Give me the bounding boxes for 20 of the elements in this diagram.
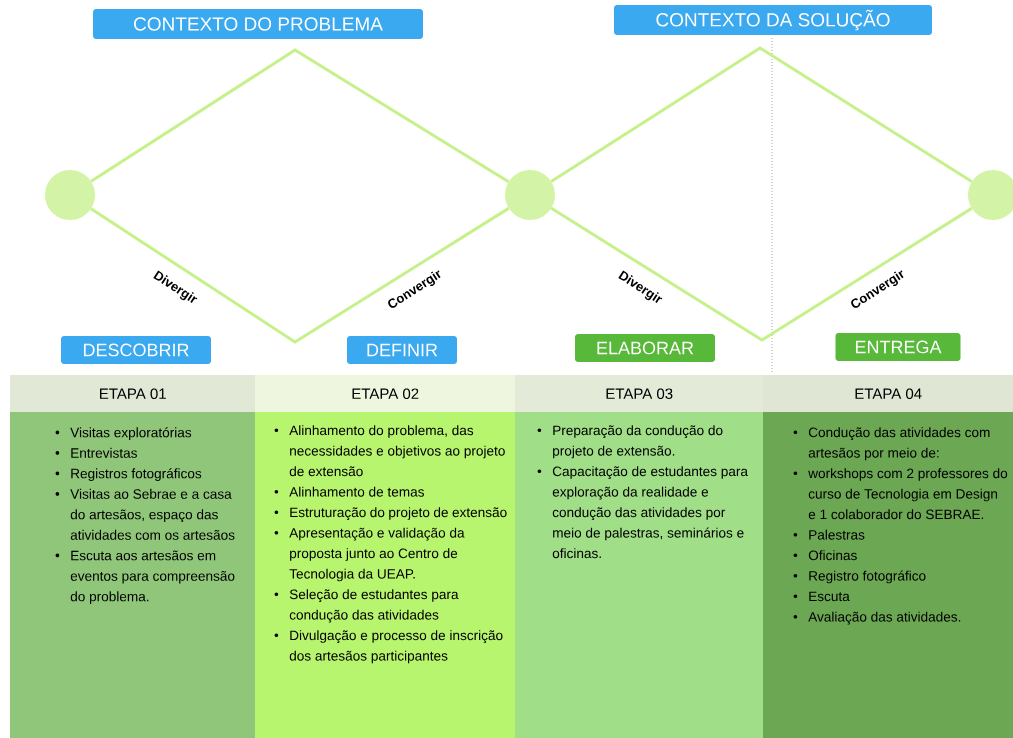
node-label: ETAPA 01 <box>100 388 166 399</box>
phase-label: ENTREGA <box>835 333 961 361</box>
node-circle <box>505 170 555 220</box>
node-label: ETAPA 03 <box>606 388 673 399</box>
node-label: ETAPA 04 <box>855 388 922 399</box>
diamond-line <box>550 46 973 183</box>
stage-column: ETAPA 02 Alinhamento do problema, das necessidades e objetivos ao projeto de extensão Alinhamento de temas Estruturação do projeto de extensão Apresentação e validação da proposta junto ao Centro de Tecnologia da UEAP. Seleção de estudantes para condução das atividades Divulgação e processo de inscrição dos artesãos participantes <box>255 375 515 738</box>
stage-column: ETAPA 03 Preparação da condução do projeto de extensão. Capacitação de estudantes para exploração da realidade e condução das atividades por meio de palestras, seminários e oficinas. <box>515 375 763 738</box>
diamond-line <box>90 48 510 184</box>
node-circle <box>45 170 95 220</box>
context-banner: CONTEXTO DO PROBLEMA <box>93 9 423 39</box>
diamond-line <box>90 207 510 344</box>
context-banner: CONTEXTO DA SOLUÇÃO <box>614 5 932 35</box>
stage-column: ETAPA 01 Visitas exploratórias Entrevistas Registros fotográficos Visitas ao Sebrae e a casa do artesãos, espaço das atividades com os artesãos Escuta aos artesãos em eventos para compreensão do problema. <box>10 375 255 738</box>
phase-label: DEFINIR <box>347 336 457 364</box>
phase-label: DESCOBRIR <box>61 336 211 364</box>
stage-column: ETAPA 04 Condução das atividades com artesãos por meio de: workshops com 2 professores do curso de Tecnologia em Design e 1 colaborador do SEBRAE. Palestras Oficinas Registro fotográfico Escuta Avaliação das atividades. <box>763 375 1013 738</box>
diamond-line <box>550 207 973 342</box>
node-label: ETAPA 02 <box>352 388 419 399</box>
phase-label: ELABORAR <box>575 334 715 362</box>
